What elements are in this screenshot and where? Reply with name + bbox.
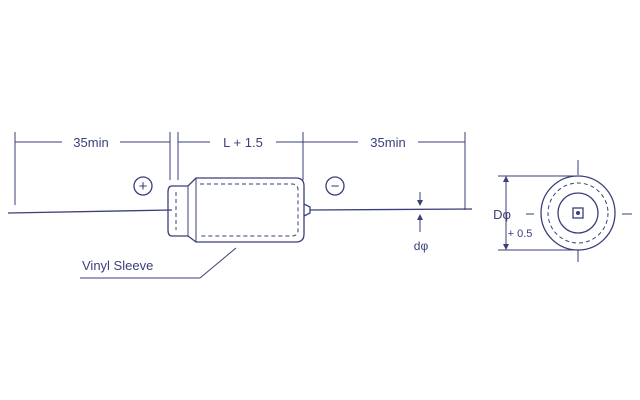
sleeve-leader [199,247,237,279]
positive-circle [133,176,153,196]
lead-diameter-label: dφ [414,239,429,253]
negative-circle [325,176,345,196]
sleeve-outline [167,177,305,243]
negative-end-cap [303,203,311,217]
sleeve-callout: Vinyl Sleeve [80,247,237,279]
positive-mark: + [133,176,153,196]
right-lead-dimension: 35min [303,132,466,210]
left-lead-dimension: 35min [14,132,170,205]
lead-diameter-arrow-bottom [417,214,423,220]
end-view-dashed-circle [547,182,609,244]
sleeve-label: Vinyl Sleeve [82,258,153,273]
end-view-lead-dot [576,211,580,215]
diameter-arrow-bottom [503,244,509,250]
diameter-tolerance-label: + 0.5 [508,228,533,240]
left-lead-wire [7,209,173,214]
right-lead-length-label: 35min [370,135,405,150]
sleeve-inner-dashed [175,183,299,237]
lead-diameter-dimension: dφ [414,192,429,253]
diameter-dimension: Dφ + 0.5 [493,175,578,251]
body-length-dimension: L + 1.5 [169,132,304,180]
negative-mark: − [325,176,345,196]
diameter-arrow-top [503,176,509,182]
right-lead-wire [309,208,473,211]
lead-diameter-arrow-top [417,200,423,206]
capacitor-body [167,177,311,243]
negative-sign: − [331,178,340,195]
body-length-label: L + 1.5 [223,135,263,150]
end-view-inner-circle [557,192,599,234]
end-view [526,160,632,262]
end-view-center-square [572,207,584,219]
left-lead-length-label: 35min [73,135,108,150]
positive-sign: + [139,178,148,195]
diameter-label: Dφ [493,207,511,222]
